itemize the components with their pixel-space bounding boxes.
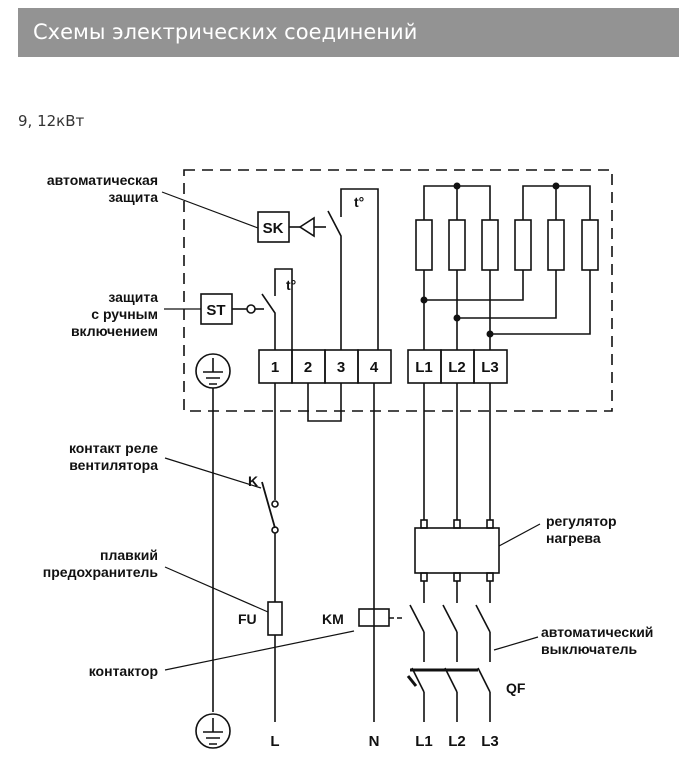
km-contact-l3: [475, 604, 491, 633]
terminal-block: [258, 349, 508, 384]
leader-lines: [161, 191, 541, 671]
label-manual-protection-3: включением: [71, 323, 158, 339]
terminal-4: 4: [370, 359, 379, 376]
element-top-bus-1: [423, 185, 491, 220]
ground-symbol-bottom: [195, 713, 231, 749]
heating-elements: [415, 219, 599, 271]
qf-trip-mark: [406, 675, 418, 687]
bottom-label-l: L: [270, 733, 279, 750]
st-temp-label: t°: [286, 277, 296, 293]
km-contact-l2: [442, 604, 458, 633]
fu-label: FU: [238, 611, 257, 627]
terminal-3: 3: [337, 359, 345, 376]
terminal-l2: L2: [448, 359, 466, 376]
regulator-terminals-top: [420, 519, 494, 529]
km-label: KM: [322, 611, 344, 627]
model-power-label: 9, 12кВт: [18, 112, 85, 130]
km-contact-l1: [409, 604, 425, 633]
bottom-label-l1: L1: [415, 733, 433, 750]
ground-symbol-top: [195, 353, 231, 389]
k-relay-contact: [261, 481, 276, 529]
label-fuse-2: предохранитель: [43, 564, 159, 580]
terminal-2: 2: [304, 359, 312, 376]
qf-contact-l3: [477, 667, 491, 693]
regulator-terminals-bottom: [420, 572, 494, 582]
element-top-bus-2: [522, 185, 591, 220]
sk-label: SK: [263, 220, 284, 237]
label-auto-protection-2: защита: [108, 189, 158, 205]
qf-label: QF: [506, 680, 526, 696]
qf-contact-l1: [411, 667, 425, 693]
label-heat-regulator-2: нагрева: [546, 530, 601, 546]
st-reset-button: [246, 304, 256, 314]
label-manual-protection-2: с ручным: [91, 306, 158, 322]
label-breaker-2: выключатель: [541, 641, 638, 657]
sk-temp-label: t°: [354, 194, 364, 210]
label-fan-relay-1: контакт реле: [69, 440, 158, 456]
terminal-l1: L1: [415, 359, 433, 376]
st-thermal-switch: [261, 268, 293, 350]
terminal-1: 1: [271, 359, 279, 376]
sk-thermal-switch: [327, 188, 379, 350]
st-label: ST: [206, 302, 225, 319]
label-heat-regulator-1: регулятор: [546, 513, 617, 529]
label-manual-protection-1: защита: [108, 289, 158, 305]
label-fuse-1: плавкий: [100, 547, 158, 563]
terminal-l3: L3: [481, 359, 499, 376]
k-label: K: [248, 473, 258, 489]
section-header: Схемы электрических соединений: [18, 8, 679, 57]
label-fan-relay-2: вентилятора: [69, 457, 158, 473]
label-contactor: контактор: [89, 663, 158, 679]
heater-enclosure: [183, 169, 613, 412]
qf-contact-l2: [444, 667, 458, 693]
heat-regulator-box: [414, 527, 500, 574]
fuse-fu: [267, 601, 283, 636]
bottom-label-l3: L3: [481, 733, 499, 750]
bottom-label-n: N: [369, 733, 380, 750]
bottom-label-l2: L2: [448, 733, 466, 750]
label-breaker-1: автоматический: [541, 624, 653, 640]
label-auto-protection-1: автоматическая: [47, 172, 158, 188]
junction-dots: [420, 182, 560, 338]
k-contact-top: [271, 500, 279, 508]
sk-actuator-triangle: [298, 216, 315, 238]
jumper-2-3: [307, 383, 342, 422]
